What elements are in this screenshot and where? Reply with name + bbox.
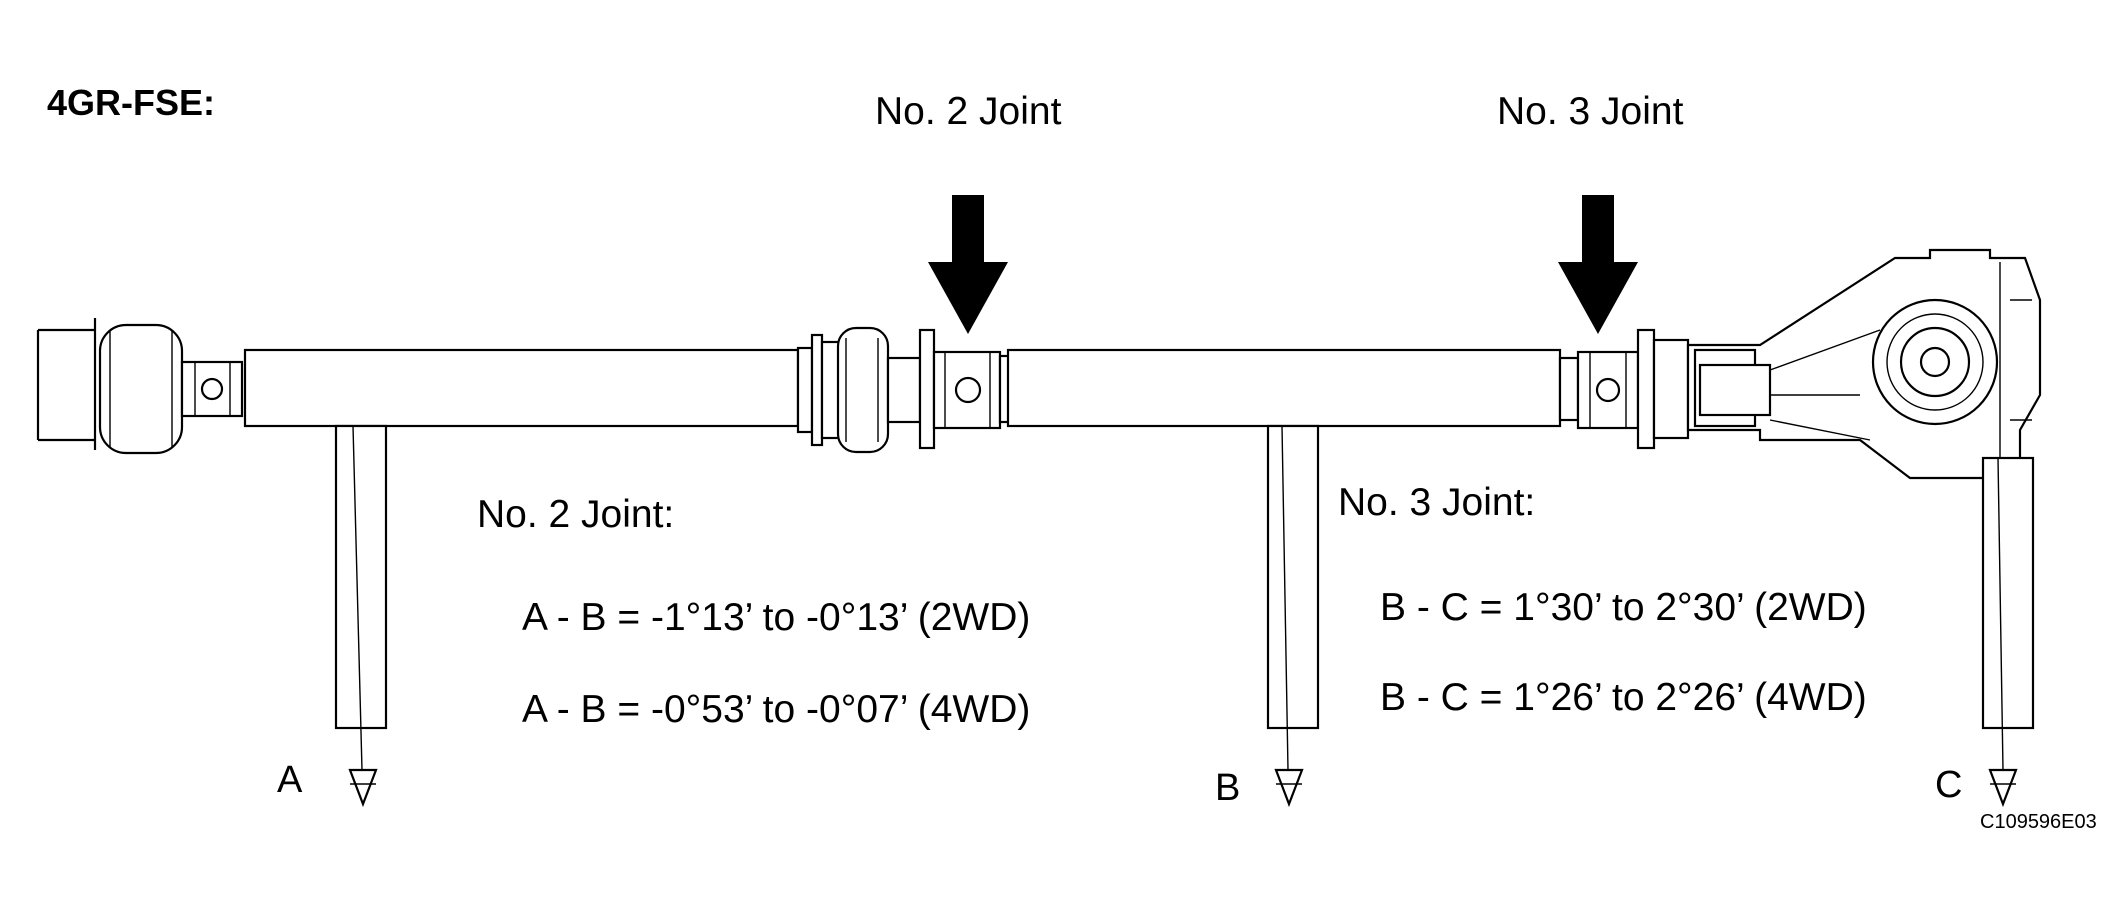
differential-carrier xyxy=(1686,248,2042,480)
no1-universal-joint xyxy=(180,360,244,418)
no2-joint-arrow xyxy=(928,195,1008,334)
center-support-bearing xyxy=(796,326,922,454)
no3-joint-arrow xyxy=(1558,195,1638,334)
rear-propeller-tube xyxy=(1006,348,1562,428)
point-label-c: C xyxy=(1935,764,1962,806)
point-label-a: A xyxy=(277,759,303,801)
diagram-title: 4GR-FSE: xyxy=(47,82,215,123)
front-propeller-tube xyxy=(243,348,800,428)
no3-joint-callout-label: No. 3 Joint xyxy=(1497,90,1684,133)
no2-joint-spec-2wd: A - B = -1°13’ to -0°13’ (2WD) xyxy=(522,596,1030,639)
no2-universal-joint xyxy=(918,328,1018,450)
no2-joint-callout-label: No. 2 Joint xyxy=(875,90,1062,133)
gauge-b xyxy=(1266,424,1320,808)
point-label-b: B xyxy=(1215,767,1240,809)
no2-joint-spec-heading: No. 2 Joint: xyxy=(477,493,674,536)
gauge-c xyxy=(1981,456,2035,808)
figure-code: C109596E03 xyxy=(1980,811,2097,833)
gauge-a xyxy=(334,424,388,808)
no3-universal-joint xyxy=(1558,328,1690,450)
no3-joint-spec-heading: No. 3 Joint: xyxy=(1338,481,1535,524)
no3-joint-spec-4wd: B - C = 1°26’ to 2°26’ (4WD) xyxy=(1380,676,1867,719)
transmission-output-flange xyxy=(36,318,184,455)
no3-joint-spec-2wd: B - C = 1°30’ to 2°30’ (2WD) xyxy=(1380,586,1867,629)
no2-joint-spec-4wd: A - B = -0°53’ to -0°07’ (4WD) xyxy=(522,688,1030,731)
